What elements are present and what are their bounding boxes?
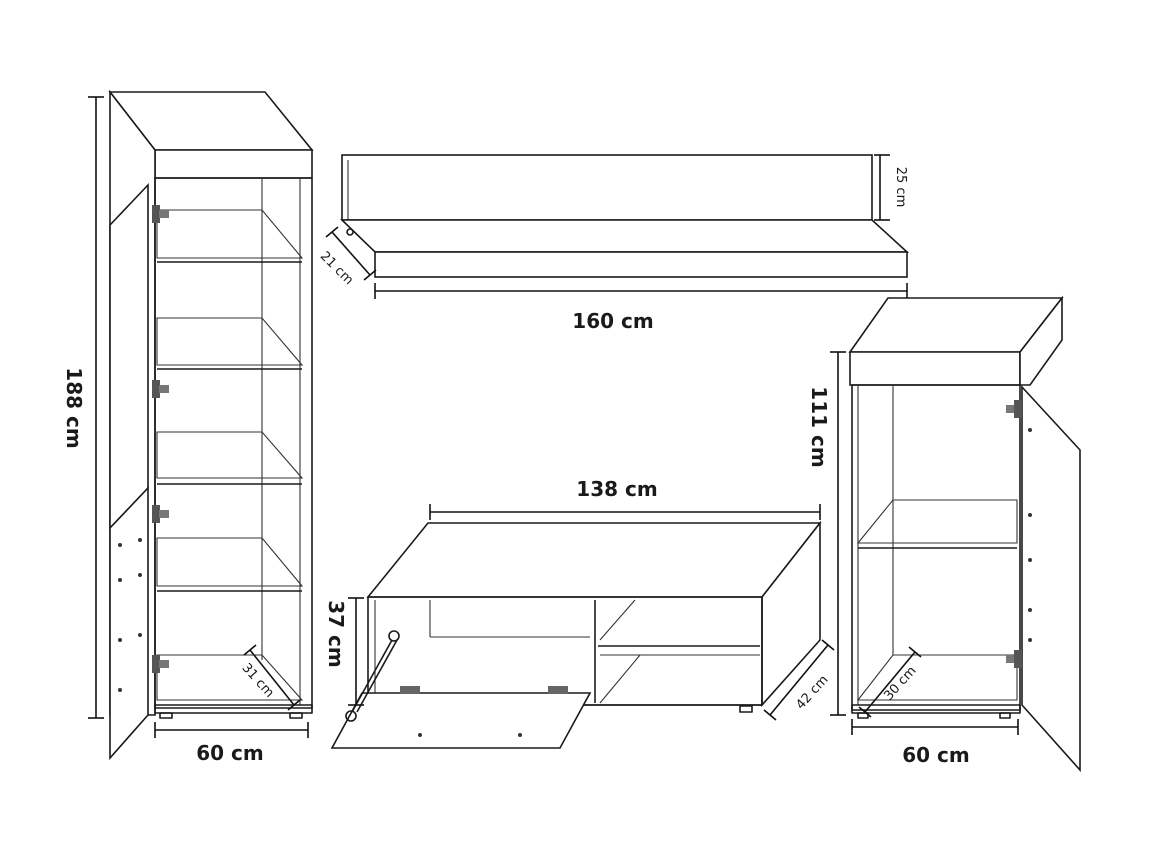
hinge-icon xyxy=(1006,650,1022,668)
shelf-height-label: 25 cm xyxy=(893,167,908,208)
wall-shelf: 25 cm 21 cm 160 cm xyxy=(317,154,910,333)
hinge-icon xyxy=(152,505,169,523)
tall-width-label: 60 cm xyxy=(196,741,264,765)
tv-width-label: 138 cm xyxy=(576,477,657,501)
hinge-icon xyxy=(548,686,568,694)
hinge-icon xyxy=(1006,400,1022,418)
cab-height-label: 111 cm xyxy=(807,386,831,467)
tv-lowboard: 138 cm 37 cm 42 cm xyxy=(324,477,835,749)
hinge-icon xyxy=(152,380,169,398)
shelf-depth-label: 21 cm xyxy=(317,249,356,288)
tv-height-label: 37 cm xyxy=(324,600,348,668)
shelf-width-label: 160 cm xyxy=(572,309,653,333)
tv-depth-label: 42 cm xyxy=(793,673,831,713)
hinge-icon xyxy=(152,655,169,673)
tall-vitrine: 188 cm 60 cm 31 cm xyxy=(62,89,314,765)
hinge-icon xyxy=(152,205,169,223)
tall-depth-label: 31 cm xyxy=(238,661,276,701)
hinge-icon xyxy=(400,686,420,694)
side-cabinet: 111 cm 60 cm 30 cm xyxy=(807,295,1081,773)
cab-width-label: 60 cm xyxy=(902,743,970,767)
tall-height-label: 188 cm xyxy=(62,367,86,448)
